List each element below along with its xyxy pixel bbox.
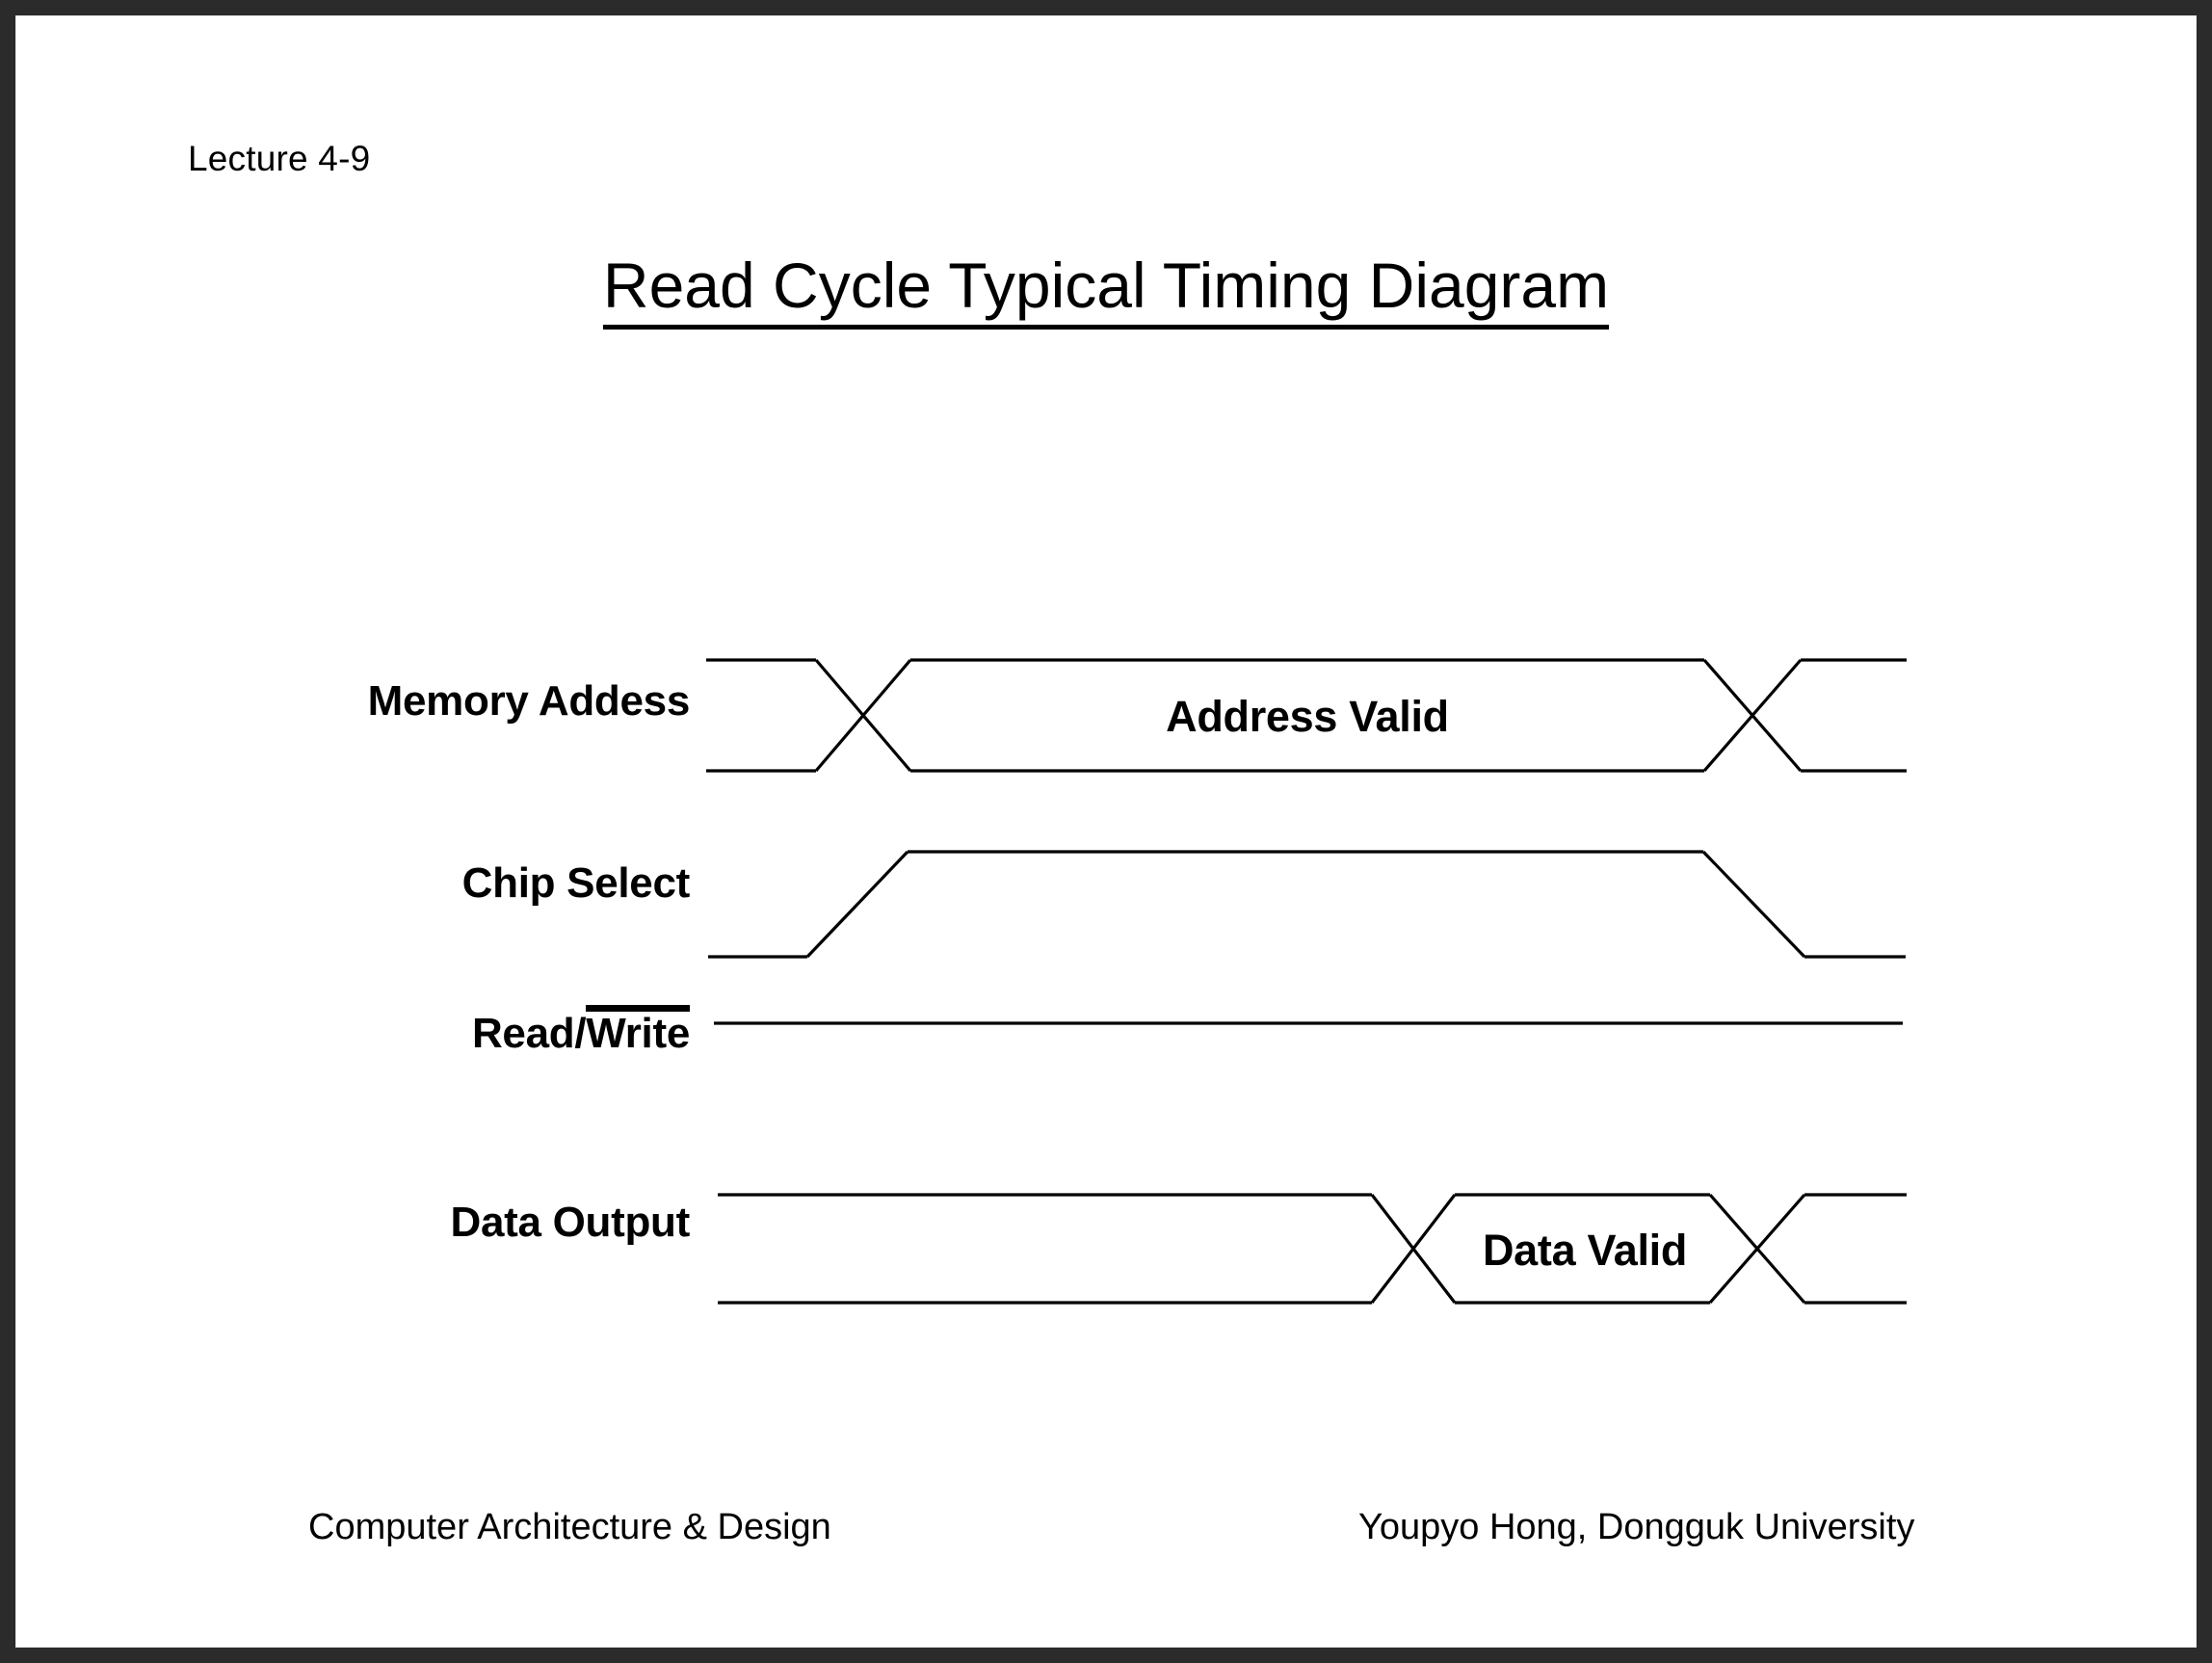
signal-label-data-output: Data Output (450, 1199, 691, 1246)
page-title: Read Cycle Typical Timing Diagram (0, 249, 2212, 330)
signal-label-read-write: Read/Write (472, 1005, 690, 1058)
lecture-tag: Lecture 4-9 (188, 139, 371, 178)
slide-content-area (36, 36, 2176, 1627)
page-title-text: Read Cycle Typical Timing Diagram (602, 251, 1610, 330)
footer-course: Computer Architecture & Design (308, 1507, 831, 1547)
slide-canvas (16, 16, 2196, 1647)
signal-label-read-write-prefix: Read/ (471, 1010, 587, 1057)
signal-label-chip-select: Chip Select (461, 859, 691, 907)
waveform-value-data-valid: Data Valid (1482, 1226, 1688, 1275)
waveform-value-address-valid: Address Valid (1166, 692, 1449, 741)
footer-author: Youpyo Hong, Dongguk University (1358, 1507, 1915, 1547)
signal-label-memory-address: Memory Addess (367, 677, 691, 725)
signal-label-read-write-overbar: Write (586, 1005, 690, 1055)
